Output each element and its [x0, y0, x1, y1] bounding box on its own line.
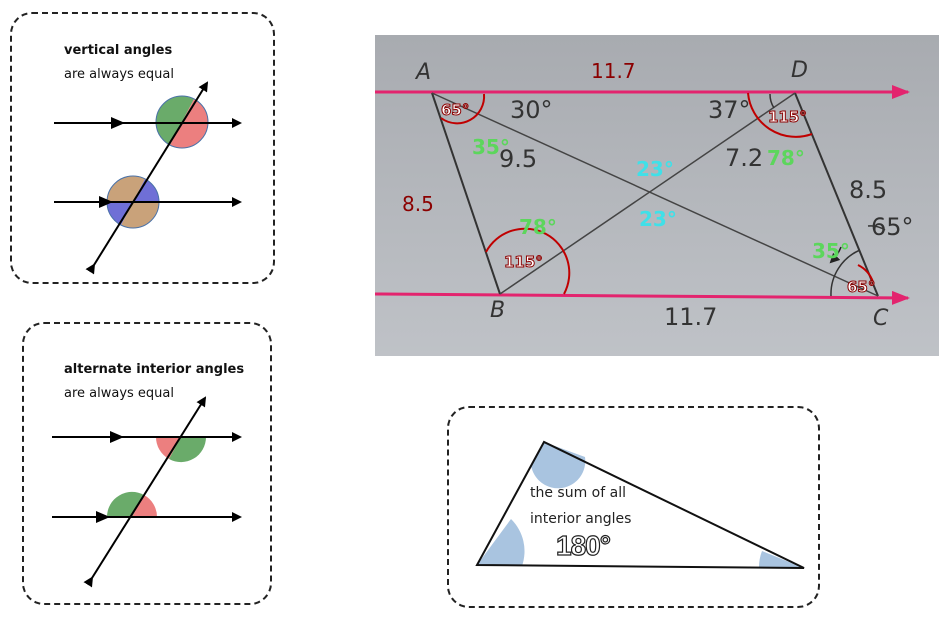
triangle-sum-card [447, 406, 820, 608]
triangle-text-line1: the sum of all [530, 485, 626, 501]
side-left-length: 8.5 [402, 192, 434, 216]
triangle-total: 180° [555, 529, 611, 561]
diagonal-d-length: 7.2 [725, 144, 764, 172]
angle-c-outer: 65° [871, 213, 914, 241]
side-bottom-length: 11.7 [664, 303, 718, 331]
triangle-text-line2: interior angles [530, 511, 632, 527]
alternate-angles-subtitle: are always equal [64, 386, 174, 401]
angle-d-inner: 115° [768, 108, 808, 127]
alternate-angles-card: alternate interior angles are always equ… [22, 322, 272, 605]
vertex-b: B [490, 298, 506, 323]
angle-c-inner: 65° [846, 278, 876, 297]
alternate-angles-title: alternate interior angles [64, 362, 245, 377]
angle-c-green: 35° [812, 239, 850, 263]
vertical-angles-subtitle: are always equal [64, 67, 174, 82]
angle-b-green: 78° [519, 215, 557, 239]
vertical-angles-card: vertical angles are always equal [10, 12, 275, 284]
side-top-length: 11.7 [591, 59, 636, 83]
vertex-d: D [791, 58, 808, 83]
vertex-c: C [873, 306, 889, 331]
angle-b-inner: 115° [504, 253, 544, 272]
vertex-a: A [416, 60, 432, 85]
angle-d-top: 37° [708, 96, 751, 124]
vertical-angles-title: vertical angles [64, 43, 173, 58]
diagonal-a-length: 9.5 [499, 145, 538, 173]
angle-a-outer: 65° [440, 101, 470, 120]
angle-a-green: 35° [472, 135, 510, 159]
angle-a-top: 30° [510, 96, 553, 124]
angle-center-bottom: 23° [639, 207, 677, 231]
angle-d-green: 78° [767, 146, 805, 170]
angle-center-top: 23° [636, 157, 674, 181]
side-right-length: 8.5 [849, 176, 888, 204]
